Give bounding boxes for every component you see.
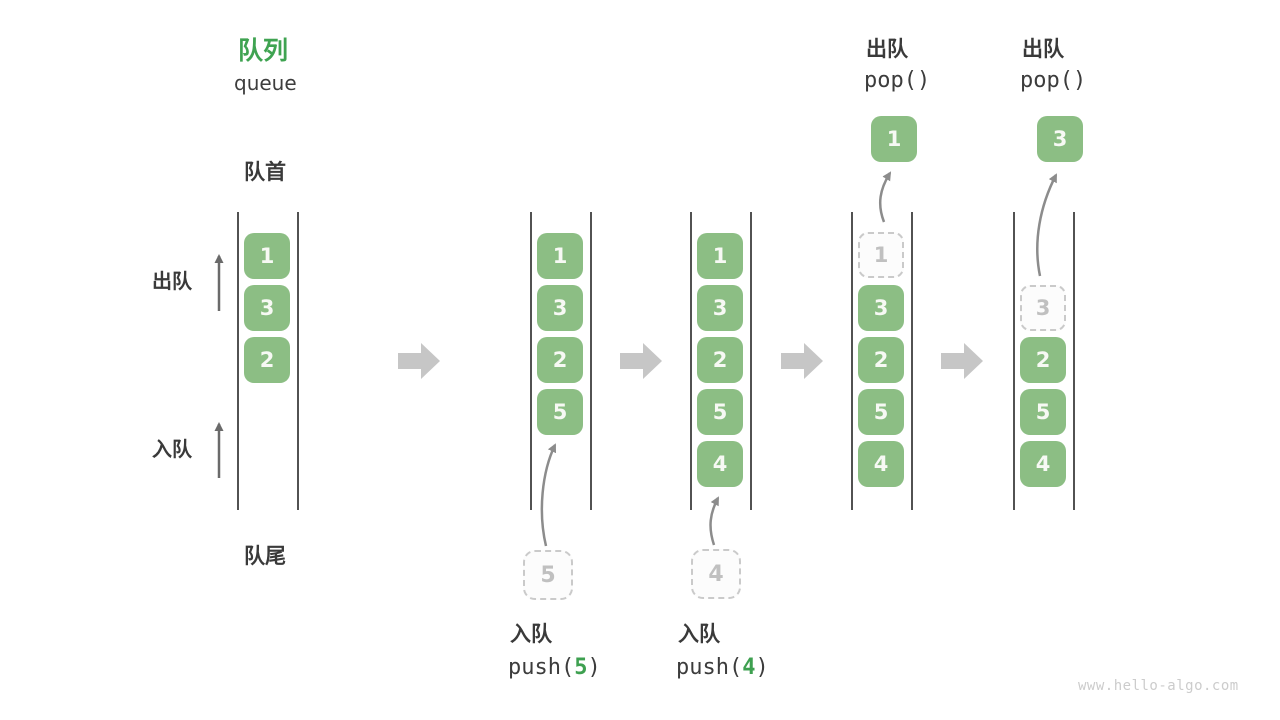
enqueue-op-code: push(4): [676, 655, 769, 680]
step-arrow-1: [398, 343, 440, 379]
code-arg: 4: [742, 655, 756, 680]
step-arrow-4: [941, 343, 983, 379]
queue-rail: [750, 212, 752, 510]
queue-cell: 3: [244, 285, 290, 331]
queue-cell: 3: [537, 285, 583, 331]
enqueue-side-label: 入队: [152, 437, 192, 461]
dequeue-side-label: 出队: [152, 269, 192, 293]
queue-rail: [1073, 212, 1075, 510]
queue-cell: 5: [858, 389, 904, 435]
queue-cell: 1: [697, 233, 743, 279]
code-fn: push(: [508, 655, 575, 680]
ghost-cell: 1: [858, 232, 904, 278]
queue-cell: 2: [858, 337, 904, 383]
step-arrow-2: [620, 343, 662, 379]
diagram-title-zh: 队列: [238, 36, 289, 65]
site-watermark: www.hello-algo.com: [1078, 678, 1239, 694]
queue-cell: 5: [537, 389, 583, 435]
enqueue-op-label: 入队: [678, 622, 720, 646]
code-fn: push(: [676, 655, 743, 680]
queue-cell: 3: [697, 285, 743, 331]
dequeue-op-code: pop(): [864, 68, 931, 93]
queue-front-label: 队首: [244, 160, 286, 184]
queue-cell: 4: [697, 441, 743, 487]
code-close: ): [755, 655, 769, 680]
queue-cell: 4: [858, 441, 904, 487]
queue-cell: 5: [1020, 389, 1066, 435]
queue-rail: [911, 212, 913, 510]
incoming-cell: 5: [523, 550, 573, 600]
queue-cell: 3: [858, 285, 904, 331]
pop3-arrow: [1036, 173, 1058, 277]
push5-arrow: [540, 443, 557, 547]
queue-cell: 4: [1020, 441, 1066, 487]
queue-rear-label: 队尾: [244, 544, 286, 568]
enqueue-op-code: push(5): [508, 655, 601, 680]
queue-cell: 2: [697, 337, 743, 383]
diagram-title-en: queue: [234, 71, 297, 95]
queue-rail: [851, 212, 853, 510]
code-arg: 5: [574, 655, 588, 680]
pop1-arrow: [878, 171, 892, 223]
incoming-cell: 4: [691, 549, 741, 599]
dequeue-op-label: 出队: [1022, 37, 1064, 61]
enqueue-op-label: 入队: [510, 622, 552, 646]
queue-rail: [237, 212, 239, 510]
queue-rail: [590, 212, 592, 510]
queue-rail: [530, 212, 532, 510]
code-close: ): [587, 655, 601, 680]
queue-cell: 2: [537, 337, 583, 383]
queue-cell: 2: [244, 337, 290, 383]
queue-cell: 1: [244, 233, 290, 279]
queue-rail: [690, 212, 692, 510]
queue-cell: 2: [1020, 337, 1066, 383]
push4-arrow: [709, 496, 720, 546]
dequeue-op-code: pop(): [1020, 68, 1087, 93]
queue-cell: 5: [697, 389, 743, 435]
ghost-cell: 3: [1020, 285, 1066, 331]
popped-cell: 3: [1037, 116, 1083, 162]
queue-rail: [297, 212, 299, 510]
step-arrow-3: [781, 343, 823, 379]
dequeue-op-label: 出队: [866, 37, 908, 61]
queue-rail: [1013, 212, 1015, 510]
queue-cell: 1: [537, 233, 583, 279]
popped-cell: 1: [871, 116, 917, 162]
